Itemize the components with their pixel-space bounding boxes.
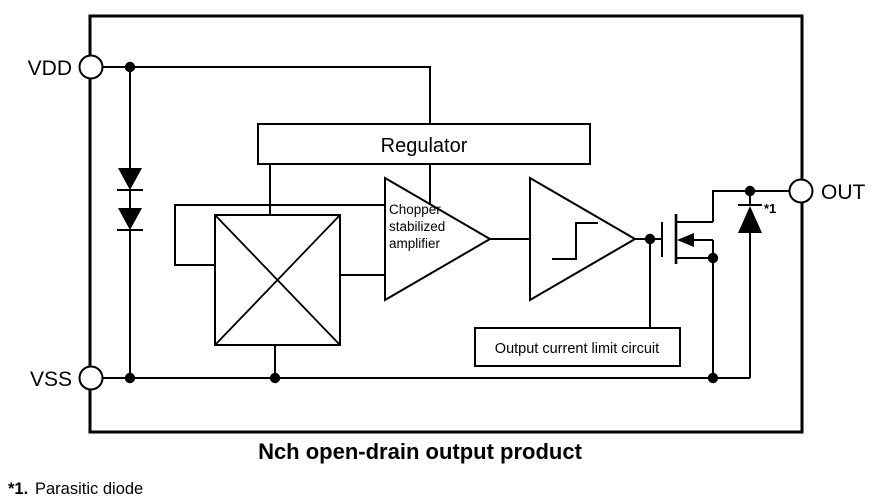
junction-dot <box>124 61 136 73</box>
diode-triangle <box>118 168 142 190</box>
vss-terminal <box>78 365 104 391</box>
vdd-terminal <box>78 54 104 80</box>
wiring <box>103 66 789 379</box>
chopper-amplifier: Chopper stabilized amplifier <box>384 176 492 302</box>
diode-triangle <box>738 206 762 233</box>
comparator-triangle-icon <box>529 176 637 302</box>
chip-outline <box>88 14 804 434</box>
diode-triangle <box>118 208 142 230</box>
vss-label: VSS <box>30 368 72 391</box>
junction-dot <box>644 233 656 245</box>
junction-dot <box>744 185 756 197</box>
footnote-text: Parasitic diode <box>35 480 143 498</box>
chopper-amplifier-label-line2: stabilized <box>389 219 445 234</box>
hysteresis-icon <box>552 222 598 260</box>
chopper-amplifier-label-line1: Chopper <box>389 202 441 217</box>
regulator-label: Regulator <box>381 135 468 157</box>
junction-dot <box>269 372 281 384</box>
nmos-body-arrow-icon <box>677 233 694 247</box>
esd-diode-1-icon <box>117 168 143 191</box>
junction-dot <box>707 372 719 384</box>
regulator-block <box>257 123 591 165</box>
esd-diode-2-icon <box>117 208 143 231</box>
hall-element-cross-icon <box>214 214 341 346</box>
schmitt-trigger <box>529 176 637 302</box>
junction-dots <box>124 61 756 384</box>
footnote-ref: *1. <box>8 480 28 498</box>
output-current-limit-block <box>474 327 681 367</box>
junction-dot <box>124 372 136 384</box>
amplifier-triangle-icon <box>384 176 492 302</box>
out-terminal <box>788 178 814 204</box>
chopper-amplifier-label-line3: amplifier <box>389 236 441 251</box>
vdd-label: VDD <box>28 57 72 80</box>
hall-output-top-wire <box>174 204 385 266</box>
hall-element <box>214 214 341 346</box>
drain-to-out-wire <box>712 190 789 222</box>
vdd-rail <box>103 66 431 124</box>
output-current-limit-label: Output current limit circuit <box>495 341 659 357</box>
parasitic-ref-label: *1 <box>764 201 776 216</box>
nmos-transistor-icon <box>661 214 714 264</box>
parasitic-diode-icon <box>738 204 762 233</box>
diagram-caption: Nch open-drain output product <box>258 439 583 464</box>
out-label: OUT <box>821 181 866 204</box>
